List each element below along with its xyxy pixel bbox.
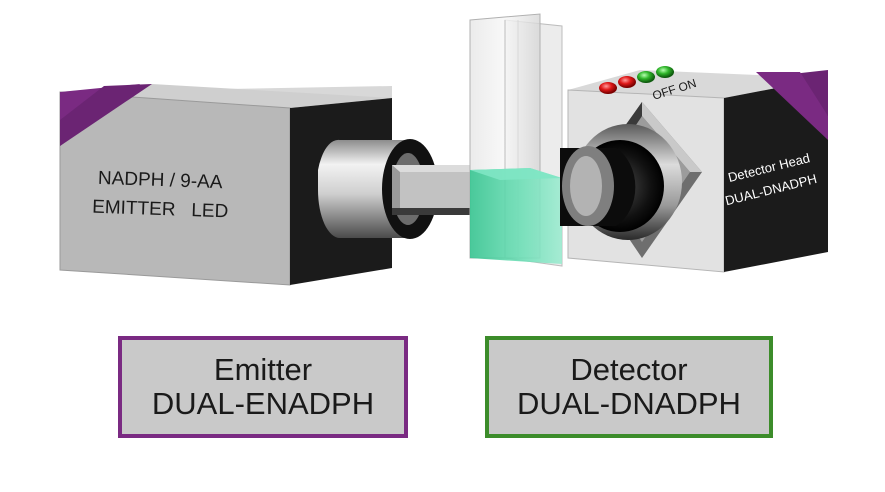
detector-caption-model: DUAL-DNADPH (517, 386, 741, 421)
emitter-accent-corner-top (60, 84, 152, 146)
emitter-caption-box: Emitter DUAL-ENADPH (118, 336, 408, 438)
emitter-housing: NADPH / 9-AA EMITTER LED (59, 84, 392, 286)
cuvette-sample (470, 168, 562, 264)
led-green-1 (637, 71, 655, 83)
switch-on-label: ON (677, 76, 698, 95)
detector-caption-box: Detector DUAL-DNADPH (485, 336, 773, 438)
emitter-light-guide (392, 165, 470, 215)
led-green-2 (656, 66, 674, 78)
detector-caption-title: Detector (570, 352, 688, 387)
detector-housing: OFF ON Detector Head DUAL-DNADPH (560, 66, 828, 273)
emitter-housing-label-1: NADPH / 9-AA (98, 168, 224, 193)
led-red-1 (599, 82, 617, 94)
emitter-housing-label-2: EMITTER LED (92, 197, 229, 223)
led-red-2 (618, 76, 636, 88)
detector-side-face (724, 78, 828, 272)
cuvette (469, 13, 563, 267)
emitter-caption-title: Emitter (213, 352, 313, 387)
emitter-caption-model: DUAL-ENADPH (151, 386, 375, 421)
